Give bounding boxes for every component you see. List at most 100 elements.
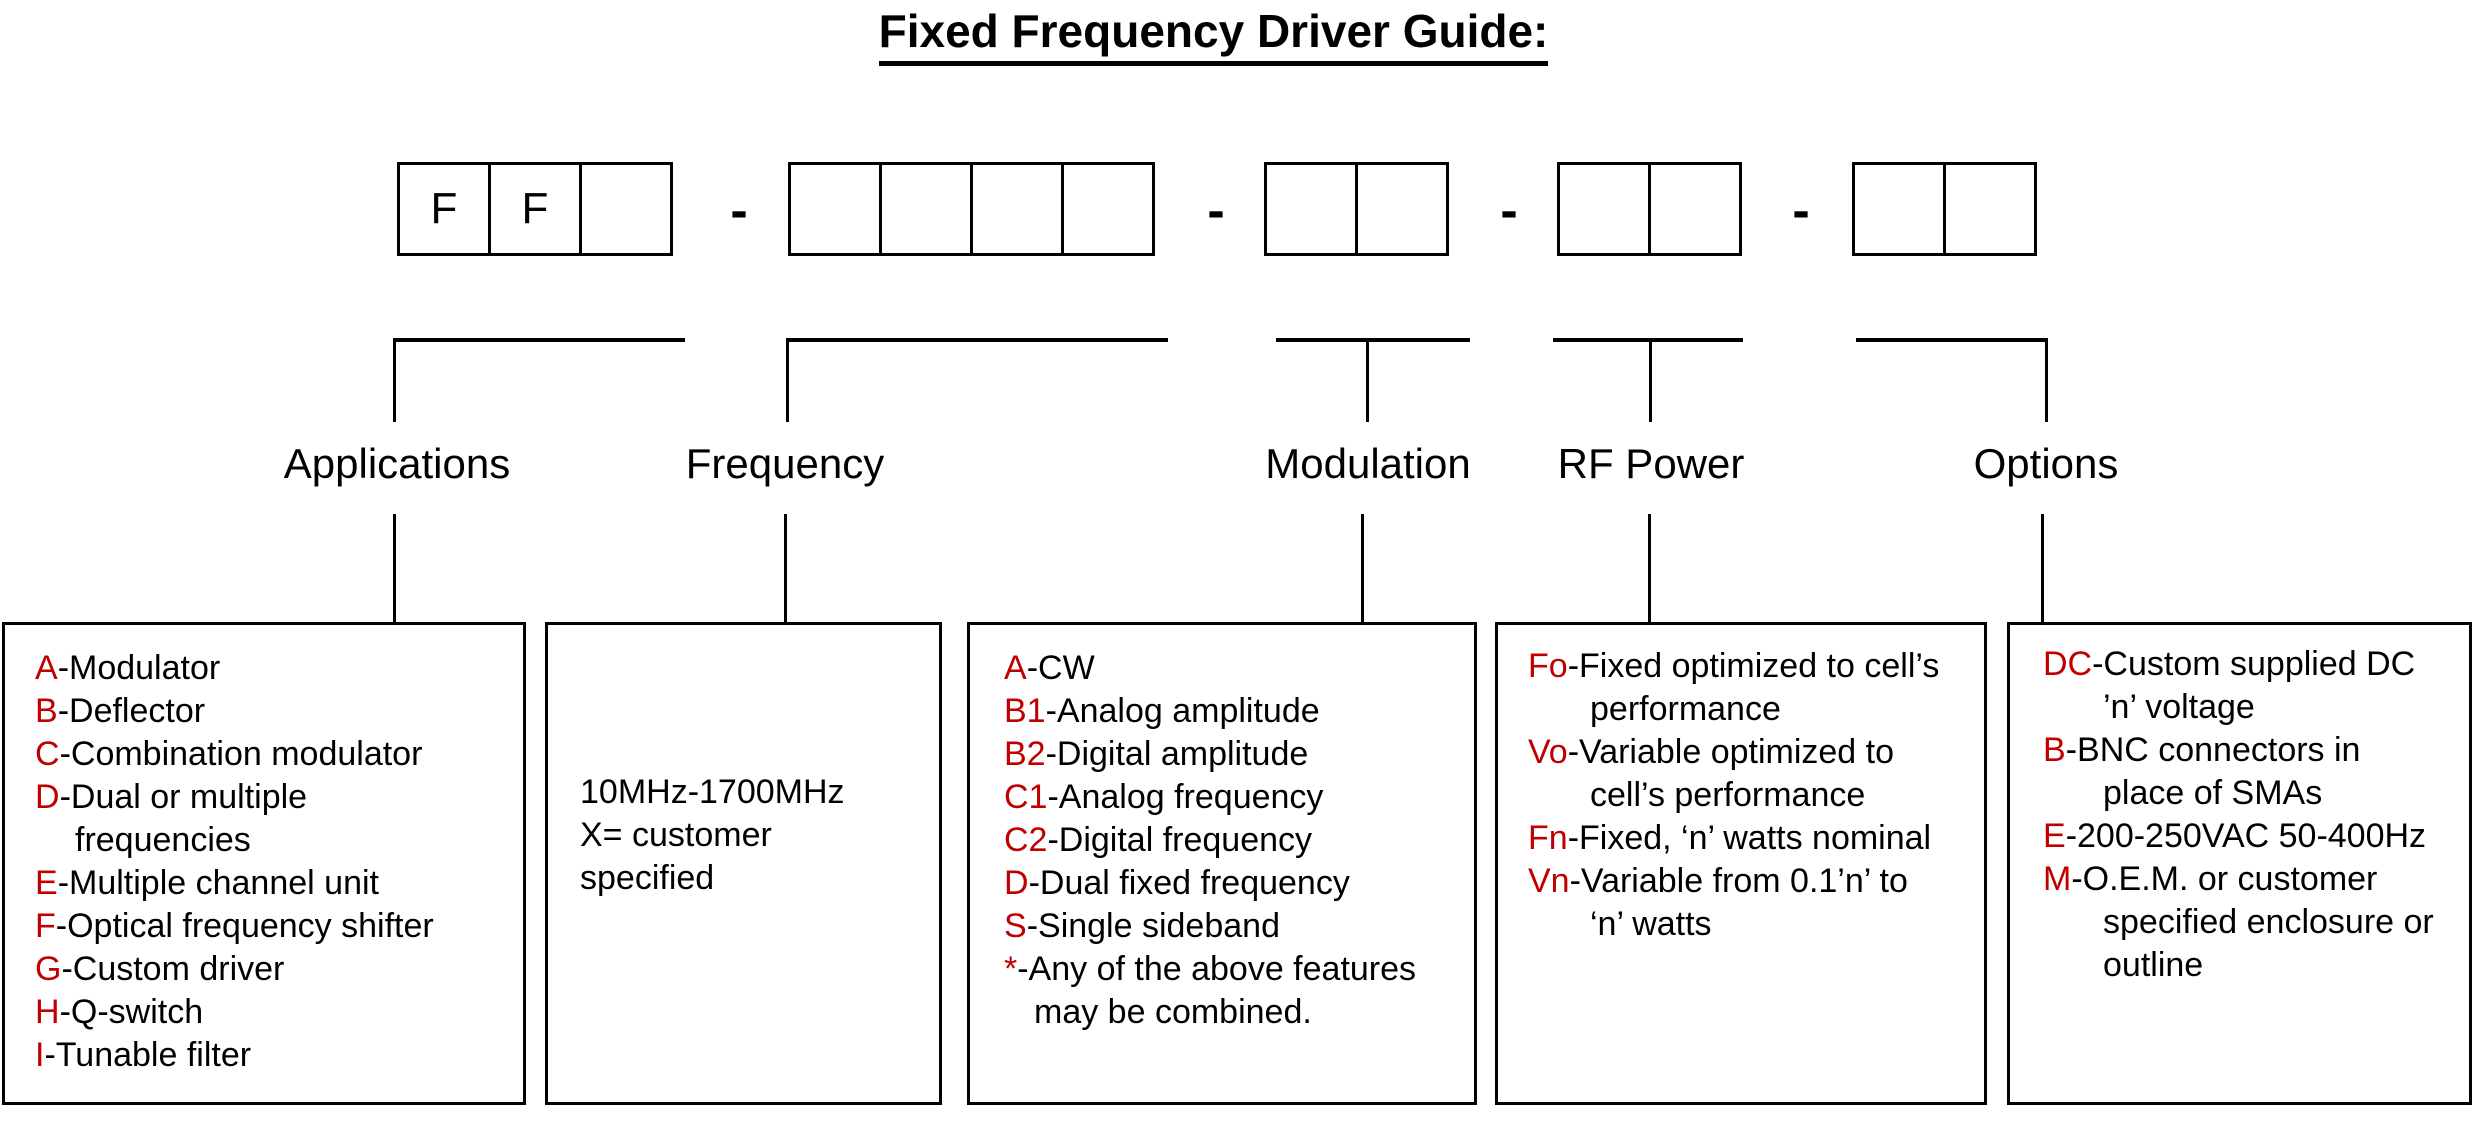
list-item: Fn-Fixed, ‘n’ watts nominal [1528, 817, 1982, 860]
connector-vline-bottom-options [2041, 514, 2044, 624]
part-number-cell [879, 162, 973, 256]
part-number-group-modulation [1264, 162, 1449, 256]
connector-hline-modulation [1276, 338, 1470, 342]
option-code: S [1004, 907, 1027, 945]
list-item: H-Q-switch [35, 991, 517, 1034]
option-text: -200-250VAC 50-400Hz [2065, 817, 2427, 855]
option-code: A [1004, 649, 1027, 687]
option-code: I [35, 1036, 45, 1074]
option-code: B [35, 692, 58, 730]
option-text: -Multiple channel unit [57, 864, 379, 902]
category-label-applications: Applications [283, 440, 511, 487]
separator-dash: - [1207, 182, 1225, 240]
part-number-cell [1648, 162, 1742, 256]
category-label-options: Options [1973, 440, 2119, 487]
option-code: D [1004, 864, 1029, 902]
part-number-cell [1852, 162, 1946, 256]
list-item: S-Single sideband [1004, 905, 1470, 948]
separator-dash: - [1500, 182, 1518, 240]
list-item: C-Combination modulator [35, 733, 517, 776]
option-text: -Optical frequency shifter [55, 907, 434, 945]
connector-vline-top-rf-power [1649, 338, 1652, 422]
option-code: B2 [1004, 735, 1046, 773]
frequency-options-box: 10MHz-1700MHz X= customer specified [545, 622, 942, 1105]
option-code: C [35, 735, 60, 773]
option-text: -Fixed optimized to cell’s performance [1567, 647, 1940, 728]
option-code: C2 [1004, 821, 1048, 859]
option-code: Fn [1528, 819, 1568, 857]
list-item: B-BNC connectors in place of SMAs [2043, 729, 2467, 815]
list-item: Fo-Fixed optimized to cell’s performance [1528, 645, 1982, 731]
option-text: -O.E.M. or customer specified enclosure … [2071, 860, 2434, 984]
list-item: E-200-250VAC 50-400Hz [2043, 815, 2467, 858]
list-item: I-Tunable filter [35, 1034, 517, 1077]
list-item: D-Dual or multiple frequencies [35, 776, 517, 862]
option-text: -Analog frequency [1047, 778, 1324, 816]
part-number-cell [788, 162, 882, 256]
option-text: -Deflector [57, 692, 206, 730]
part-number-group-rf-power [1557, 162, 1742, 256]
connector-vline-bottom-frequency [784, 514, 787, 624]
separator-dash: - [730, 182, 748, 240]
list-item: C1-Analog frequency [1004, 776, 1470, 819]
option-text: -Digital frequency [1047, 821, 1313, 859]
option-code: A [35, 649, 58, 687]
option-code: Vn [1528, 862, 1570, 900]
list-item: F-Optical frequency shifter [35, 905, 517, 948]
list-item: Vo-Variable optimized to cell’s performa… [1528, 731, 1982, 817]
list-item: *-Any of the above features may be combi… [1004, 948, 1470, 1034]
option-text: -Modulator [57, 649, 221, 687]
option-code: * [1004, 950, 1018, 988]
option-code: Vo [1528, 733, 1568, 771]
option-text: -Analog amplitude [1045, 692, 1320, 730]
connector-hline-applications [393, 338, 685, 342]
option-code: B [2043, 731, 2066, 769]
title-wrap: Fixed Frequency Driver Guide: [0, 4, 2427, 66]
page-title: Fixed Frequency Driver Guide: [878, 4, 1549, 66]
part-number-cell [970, 162, 1064, 256]
part-number-group-options [1852, 162, 2037, 256]
option-code: C1 [1004, 778, 1048, 816]
list-item: A-CW [1004, 647, 1470, 690]
option-text: -Tunable filter [44, 1036, 252, 1074]
part-number-cell [579, 162, 673, 256]
list-item: Vn-Variable from 0.1’n’ to ‘n’ watts [1528, 860, 1982, 946]
option-text: -BNC connectors in place of SMAs [2065, 731, 2361, 812]
list-item: G-Custom driver [35, 948, 517, 991]
option-code: H [35, 993, 60, 1031]
connector-vline-top-modulation [1366, 338, 1369, 422]
rf-power-options-box: Fo-Fixed optimized to cell’s performance… [1495, 622, 1987, 1105]
option-code: B1 [1004, 692, 1046, 730]
category-label-modulation: Modulation [1265, 440, 1471, 487]
part-number-cell [1061, 162, 1155, 256]
option-text: -Custom driver [61, 950, 285, 988]
part-number-cell [1557, 162, 1651, 256]
part-number-cell: F [397, 162, 491, 256]
option-code: DC [2043, 645, 2093, 683]
option-text: -Digital amplitude [1045, 735, 1309, 773]
option-text: -CW [1026, 649, 1095, 687]
option-text: -Dual or multiple frequencies [59, 778, 308, 859]
list-item: C2-Digital frequency [1004, 819, 1470, 862]
connector-vline-bottom-applications [393, 514, 396, 624]
connector-vline-top-options [2045, 338, 2048, 422]
option-text: -Variable from 0.1’n’ to ‘n’ watts [1569, 862, 1908, 943]
connector-vline-top-applications [393, 338, 396, 422]
option-text: -Fixed, ‘n’ watts nominal [1567, 819, 1932, 857]
part-number-group-frequency [788, 162, 1155, 256]
list-item: DC-Custom supplied DC ’n’ voltage [2043, 643, 2467, 729]
option-text: -Combination modulator [59, 735, 423, 773]
list-item: E-Multiple channel unit [35, 862, 517, 905]
list-item: D-Dual fixed frequency [1004, 862, 1470, 905]
option-text: -Single sideband [1026, 907, 1280, 945]
option-text: -Any of the above features may be combin… [1017, 950, 1417, 1031]
option-text: -Variable optimized to cell’s performanc… [1567, 733, 1895, 814]
list-item: A-Modulator [35, 647, 517, 690]
option-code: E [2043, 817, 2066, 855]
option-code: G [35, 950, 62, 988]
part-number-cell [1943, 162, 2037, 256]
